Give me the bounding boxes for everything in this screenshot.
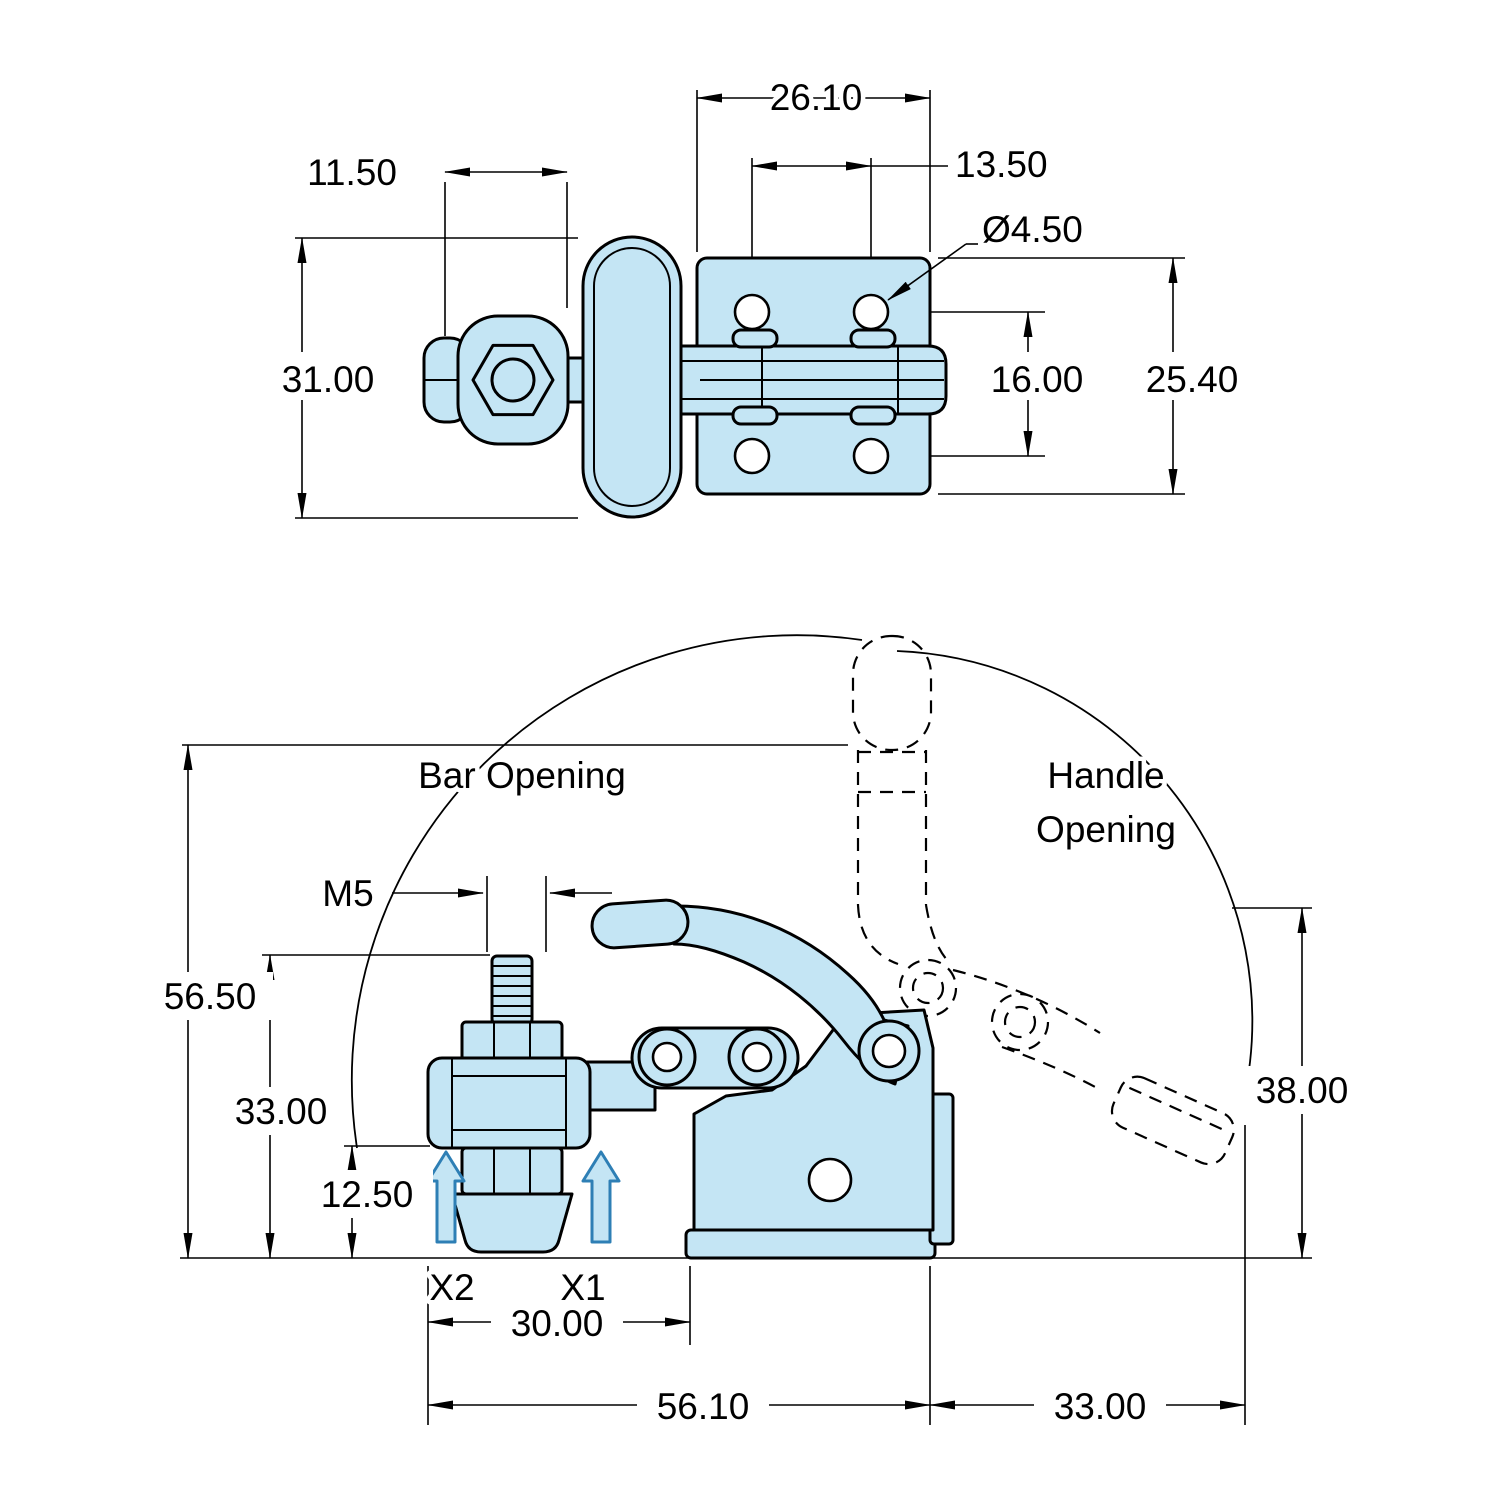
handle-grip-open [851,634,933,752]
bar-opening-label: Bar Opening [418,755,626,796]
hex-nut-upper [460,1020,564,1062]
top-view-bar [678,344,948,416]
force-arrow-x1 [581,1150,621,1244]
hex-nut-lower [460,1146,564,1196]
open-position-dashed [851,634,1235,1166]
thread-size-label: M5 [322,873,373,914]
mounting-hole [852,293,890,331]
handle-grip [590,898,690,950]
force-point-x1-label: X1 [560,1267,605,1308]
top-view: 26.10 13.50 Ø4.50 11.50 31.00 16.00 25.4… [261,73,1258,519]
thread-lines [492,965,532,1017]
top-view-extension-lines [295,90,1185,519]
handle-opening-arc [896,650,1254,1104]
top-view-plate-tabs [731,328,897,426]
dim-label-handle-height: 38.00 [1256,1070,1349,1111]
side-view: Bar Opening Handle Opening M5 56.50 33.0… [141,634,1368,1432]
top-view-dimension-masks [261,352,1258,400]
force-point-x2-label: X2 [429,1267,474,1308]
hole-diameter-leader [887,243,967,301]
mounting-hole [733,293,771,331]
clamp-base [684,1228,937,1260]
dim-label-handle-reach: 33.00 [1054,1386,1147,1427]
spindle-assembly [426,954,592,1254]
dim-label-plate-height: 25.40 [1146,359,1239,400]
side-view-dimension-masks [141,972,1368,1428]
dim-label-under-bar-clearance: 12.50 [321,1174,414,1215]
dim-label-hole-spacing-v: 16.00 [991,359,1084,400]
mounting-hole [733,437,771,475]
top-view-handle [581,235,683,519]
top-view-mounting-holes [733,293,890,475]
dim-label-plate-width: 26.10 [770,77,863,118]
clamp-body-group [583,898,955,1260]
dim-label-hole-diameter: Ø4.50 [982,209,1083,250]
bar-opening-arc [350,634,863,1149]
side-view-extension-lines [180,744,1312,1425]
dim-label-hole-spacing-h: 13.50 [955,144,1048,185]
dim-label-spindle-to-body: 30.00 [511,1303,604,1344]
handle-opening-label-line2: Opening [1036,809,1176,850]
dim-label-spindle-offset: 11.50 [307,152,397,193]
bar-pad-open [1110,1075,1235,1166]
mounting-hole [852,437,890,475]
dim-label-overall-height: 56.50 [164,976,257,1017]
handle-opening-label-line1: Handle [1047,755,1164,796]
rubber-foot [450,1192,574,1254]
dim-label-overall-height: 31.00 [282,359,375,400]
dim-label-spindle-top-height: 33.00 [235,1091,328,1132]
top-view-spindle-assembly [422,314,592,446]
dim-label-body-length: 56.10 [657,1386,750,1427]
body-hole [807,1157,853,1203]
